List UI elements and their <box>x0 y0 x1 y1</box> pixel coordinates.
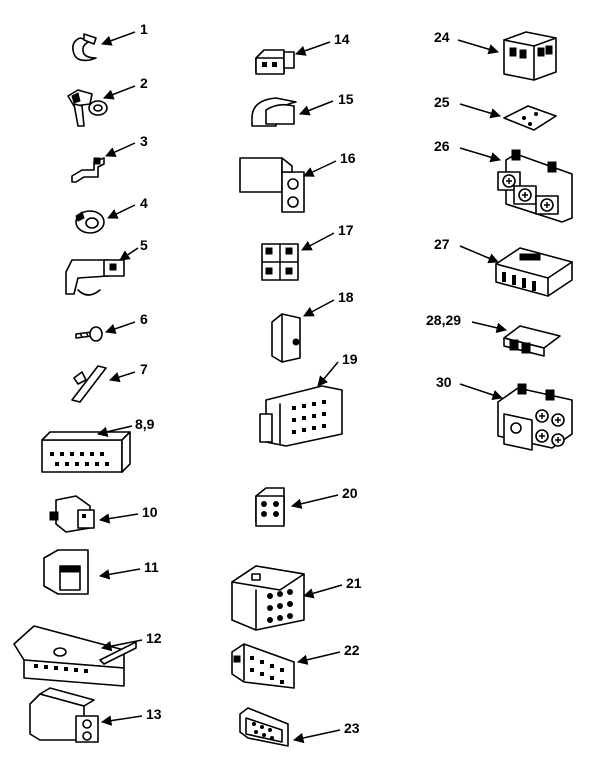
leader-4 <box>107 204 136 219</box>
leader-20 <box>290 494 339 509</box>
leader-24 <box>457 39 500 55</box>
part-4-grommet <box>75 210 105 234</box>
callout-4: 4 <box>140 195 148 211</box>
part-23-d-connector <box>239 707 289 747</box>
part-18-clip <box>271 313 301 363</box>
leader-5 <box>119 247 139 261</box>
leader-23 <box>292 729 341 744</box>
leader-17 <box>301 232 335 251</box>
leader-7 <box>108 371 136 383</box>
leader-11 <box>98 568 141 580</box>
leader-28-29 <box>471 321 508 333</box>
callout-25: 25 <box>434 94 450 110</box>
part-11-connector <box>43 549 89 595</box>
part-16-housing <box>239 157 305 213</box>
leader-6 <box>105 321 136 334</box>
callout-28-29: 28,29 <box>426 312 461 328</box>
part-5-strain-relief <box>65 259 125 296</box>
callout-26: 26 <box>434 138 450 154</box>
leader-15 <box>299 100 334 116</box>
leader-27 <box>459 245 499 264</box>
callout-20: 20 <box>342 485 358 501</box>
leader-10 <box>98 513 139 524</box>
callout-18: 18 <box>338 289 354 305</box>
part-14-connector <box>255 49 295 75</box>
leader-25 <box>459 103 502 119</box>
part-12-terminal-strip <box>13 625 137 687</box>
part-13-connector <box>29 687 99 743</box>
callout-22: 22 <box>344 642 360 658</box>
leader-3 <box>105 142 136 157</box>
part-17-connector <box>261 243 299 281</box>
callout-10: 10 <box>142 504 158 520</box>
callout-16: 16 <box>340 150 356 166</box>
leader-16 <box>303 160 337 177</box>
part-25-plate <box>503 105 557 131</box>
part-22-connector <box>231 643 295 689</box>
callout-27: 27 <box>434 236 450 252</box>
callout-17: 17 <box>338 222 354 238</box>
part-20-connector <box>255 487 285 527</box>
part-26-switch-block <box>497 149 573 223</box>
callout-5: 5 <box>140 237 148 253</box>
callout-7: 7 <box>140 361 148 377</box>
part-7-bar <box>71 365 107 403</box>
leader-13 <box>100 715 143 726</box>
part-15-insulator <box>251 97 297 127</box>
leader-1 <box>101 31 136 46</box>
callout-13: 13 <box>146 706 162 722</box>
callout-14: 14 <box>334 31 350 47</box>
callout-30: 30 <box>436 374 452 390</box>
callout-2: 2 <box>140 75 148 91</box>
callout-23: 23 <box>344 720 360 736</box>
part-1-clip <box>72 33 97 62</box>
callout-11: 11 <box>144 559 159 575</box>
part-6-screw <box>75 326 103 342</box>
part-3-bracket <box>71 157 105 183</box>
leader-21 <box>302 584 343 599</box>
leader-30 <box>459 383 503 400</box>
leader-26 <box>459 147 502 163</box>
callout-1: 1 <box>140 21 148 37</box>
callout-3: 3 <box>140 133 148 149</box>
part-28-29-terminals <box>503 325 561 357</box>
callout-15: 15 <box>338 91 354 107</box>
callout-12: 12 <box>146 630 162 646</box>
part-30-block <box>497 383 573 451</box>
callout-8-9: 8,9 <box>135 416 155 432</box>
callout-19: 19 <box>342 351 358 367</box>
part-24-connector <box>503 31 557 81</box>
leader-22 <box>296 651 341 665</box>
callout-24: 24 <box>434 29 450 45</box>
part-21-housing <box>231 565 305 631</box>
leader-14 <box>295 41 331 56</box>
part-8-9-connector <box>41 431 131 473</box>
part-27-connector <box>495 247 573 297</box>
part-19-multi-connector <box>259 385 343 447</box>
callout-6: 6 <box>140 311 148 327</box>
callout-21: 21 <box>346 575 362 591</box>
leader-12 <box>100 639 143 652</box>
part-10-connector <box>49 495 95 533</box>
leader-2 <box>103 85 136 100</box>
leader-18 <box>303 299 335 317</box>
part-2-clamp <box>67 89 108 127</box>
leader-19 <box>317 361 339 387</box>
leader-8-9 <box>96 425 133 437</box>
